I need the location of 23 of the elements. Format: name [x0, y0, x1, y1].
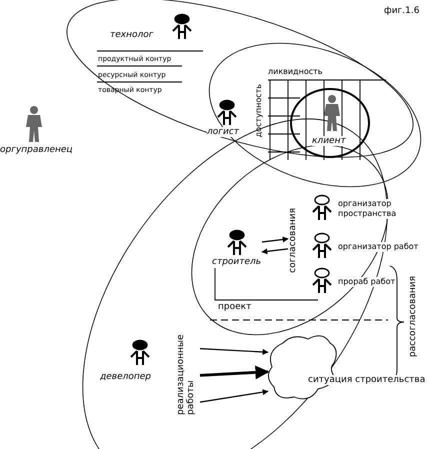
- person-label: оргуправленец: [0, 145, 73, 155]
- person-label: девелопер: [100, 372, 151, 382]
- person-label: организатор работ: [338, 242, 418, 252]
- person-label: организатор пространства: [338, 199, 393, 219]
- axis-label: доступность: [254, 84, 264, 138]
- arrow: [262, 236, 289, 243]
- text-label: проект: [218, 302, 252, 312]
- person-label: технолог: [110, 30, 154, 40]
- person-label: клиент: [312, 136, 346, 146]
- vertical-label: реализационные работы: [176, 335, 196, 415]
- arrow: [200, 365, 270, 380]
- person-label: прораб работ: [338, 277, 396, 287]
- figure-number: фиг.1.6: [384, 6, 420, 16]
- arrow: [200, 389, 269, 403]
- arrow: [261, 248, 288, 254]
- client-circle: [290, 88, 370, 158]
- vertical-label: согласования: [288, 208, 298, 273]
- person-label: строитель: [212, 257, 262, 267]
- arrow: [200, 348, 269, 355]
- person-label: логист: [207, 127, 240, 137]
- axis-label: рассогласования: [408, 276, 418, 358]
- text-label: ликвидность: [268, 67, 322, 77]
- cloud-label: ситуация строительства: [308, 375, 426, 385]
